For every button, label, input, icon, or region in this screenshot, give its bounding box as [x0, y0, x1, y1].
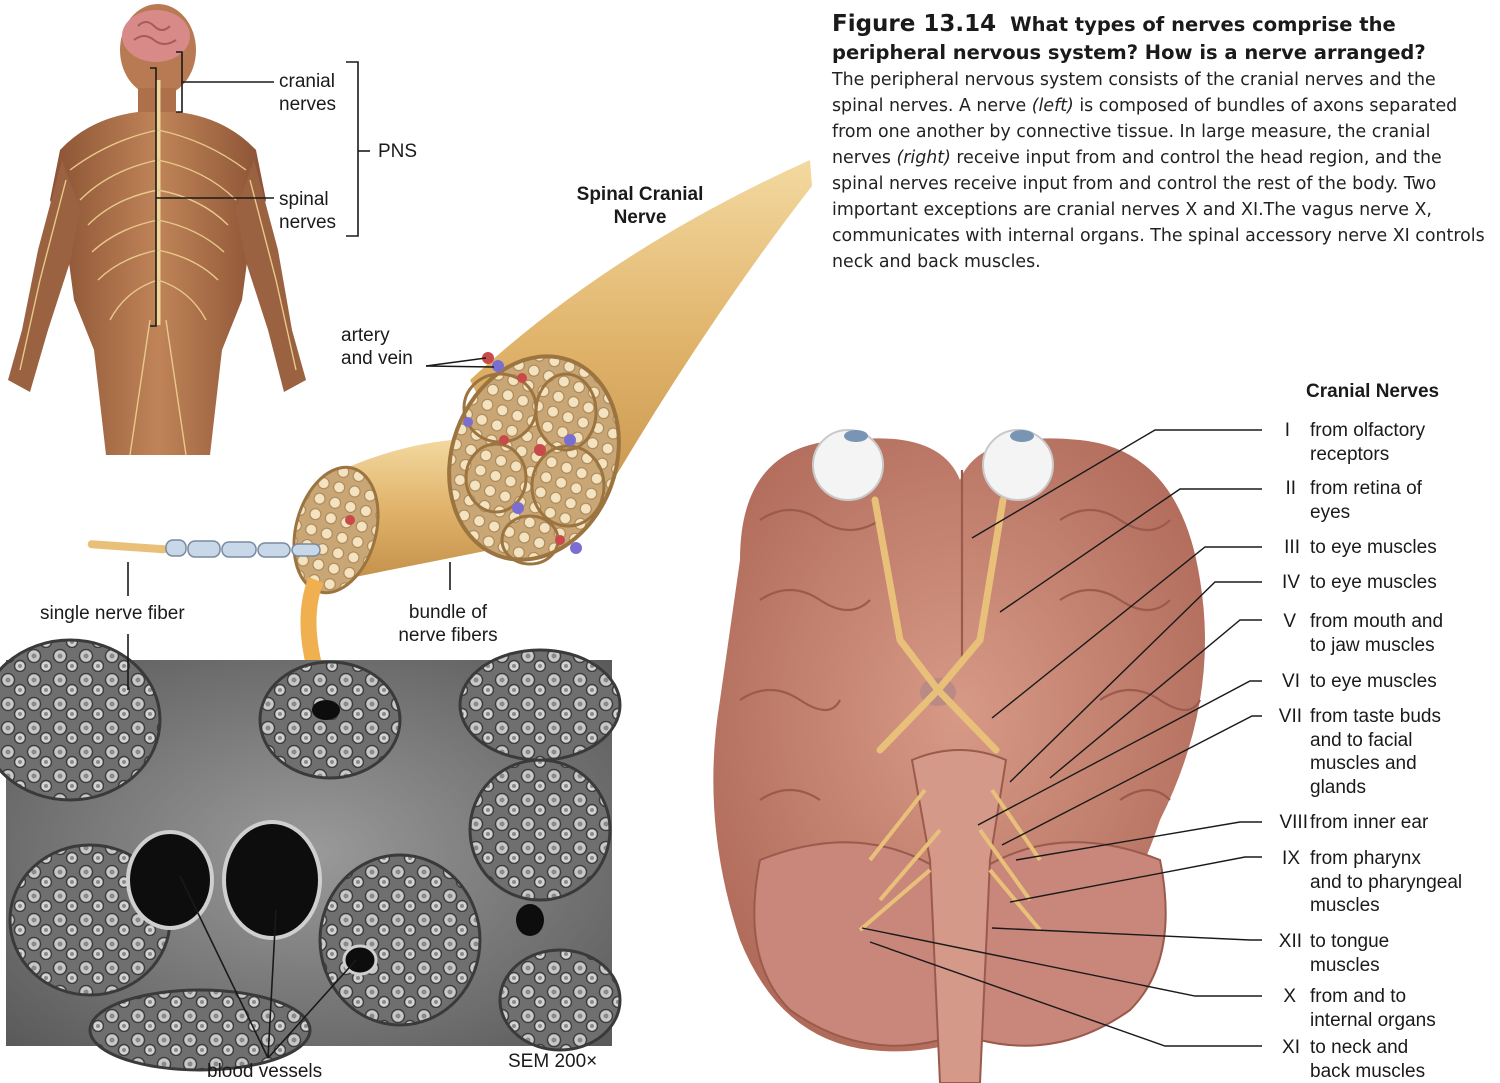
description-right-ref: (right) — [896, 148, 950, 168]
cranial-nerve-desc: to eye muscles — [1310, 536, 1500, 560]
cranial-nerve-desc: to eye muscles — [1310, 571, 1500, 595]
cranial-nerve-number: IX — [1250, 847, 1300, 870]
spinal-nerves-label: spinal nerves — [279, 188, 336, 234]
brain-illustration — [713, 430, 1205, 1083]
cranial-nerve-number: II — [1246, 477, 1296, 500]
artery-vein-label: artery and vein — [341, 324, 413, 370]
cranial-nerve-number: X — [1246, 985, 1296, 1008]
cranial-nerve-desc: from inner ear — [1310, 811, 1500, 835]
cranial-nerve-number: XI — [1250, 1036, 1300, 1059]
cranial-nerve-number: I — [1240, 419, 1290, 442]
single-nerve-fiber-label: single nerve fiber — [40, 602, 185, 625]
figure-description: The peripheral nervous system consists o… — [832, 67, 1492, 275]
cranial-nerve-number: XII — [1252, 930, 1302, 953]
description-left-ref: (left) — [1032, 96, 1074, 116]
cranial-nerves-title: Cranial Nerves — [1306, 380, 1439, 403]
cranial-nerve-number: VIII — [1258, 811, 1308, 834]
cranial-nerve-number: III — [1250, 536, 1300, 559]
nerve-title: Spinal Cranial Nerve — [555, 183, 725, 229]
cranial-nerve-number: VII — [1252, 705, 1302, 728]
cranial-nerve-number: VI — [1250, 670, 1300, 693]
cranial-nerve-number: IV — [1250, 571, 1300, 594]
human-body-illustration — [8, 4, 306, 455]
pns-label: PNS — [378, 140, 417, 163]
cranial-nerve-number: V — [1246, 610, 1296, 633]
bundle-label: bundle of nerve fibers — [380, 601, 516, 647]
sem-micrograph — [0, 640, 620, 1070]
figure-number: Figure 13.14 — [832, 11, 996, 37]
blood-vessels-label: blood vessels — [207, 1060, 322, 1083]
cranial-nerves-label: cranial nerves — [279, 70, 336, 116]
cranial-nerve-desc: to eye muscles — [1310, 670, 1500, 694]
sem-magnification-label: SEM 200× — [508, 1050, 597, 1073]
